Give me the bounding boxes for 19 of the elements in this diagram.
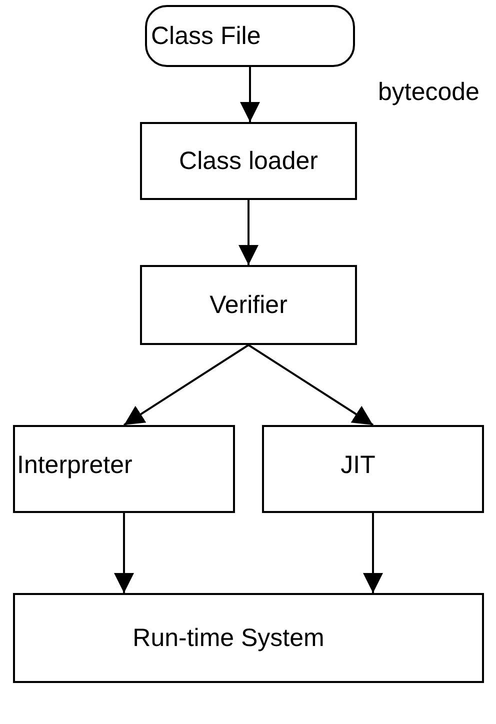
arrow: [240, 67, 260, 122]
arrow: [123, 344, 250, 426]
arrow: [363, 513, 383, 593]
process-box: [140, 265, 357, 345]
process-box: [13, 425, 235, 513]
node-label: Run-time System: [132, 624, 324, 652]
process-box: [13, 593, 484, 683]
node-label: Class loader: [179, 146, 318, 176]
node-label: Interpreter: [17, 450, 132, 480]
process-box: [262, 425, 484, 513]
node-label: JIT: [340, 450, 376, 480]
node-label: Verifier: [210, 290, 288, 320]
annotation-label: bytecode: [378, 78, 480, 107]
process-box: [140, 122, 357, 200]
terminal-box: [145, 5, 355, 67]
node-label: Class File: [151, 22, 261, 50]
arrow: [114, 513, 134, 593]
arrow: [238, 200, 258, 265]
arrow: [248, 344, 374, 426]
